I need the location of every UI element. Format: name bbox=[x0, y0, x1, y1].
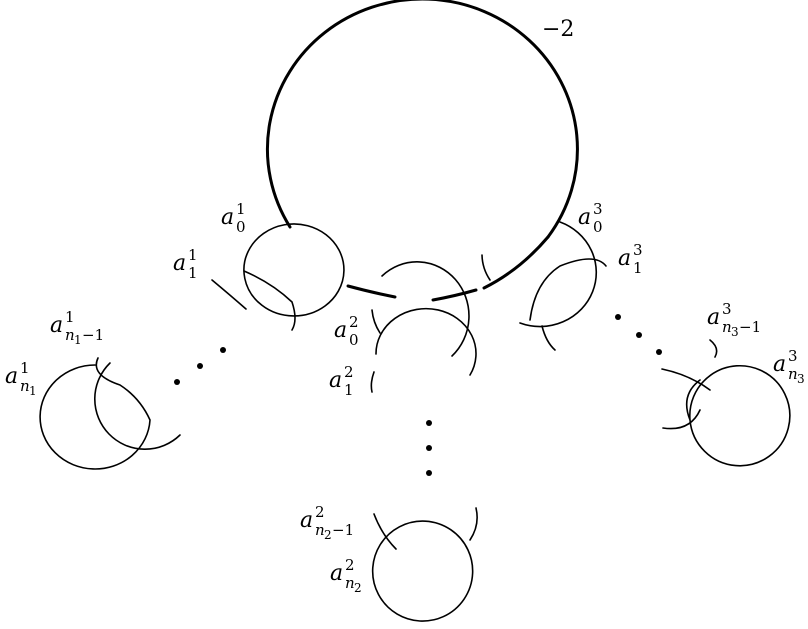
svg-text:2: 2 bbox=[354, 581, 362, 595]
svg-text:n: n bbox=[345, 574, 355, 592]
circle-a1-3 bbox=[529, 258, 607, 351]
arm-3-dot bbox=[636, 332, 642, 338]
svg-text:1: 1 bbox=[188, 264, 198, 282]
svg-text:3: 3 bbox=[788, 347, 798, 365]
svg-text:a: a bbox=[618, 246, 631, 271]
svg-text:1: 1 bbox=[236, 200, 246, 218]
svg-text:0: 0 bbox=[236, 218, 246, 236]
circle-an3 bbox=[662, 364, 791, 467]
arm-1 bbox=[39, 223, 345, 470]
arm-2-dot bbox=[426, 445, 432, 451]
arm-1-dot bbox=[220, 347, 226, 353]
svg-text:a: a bbox=[300, 508, 313, 533]
label-an1: a 1 n 1 bbox=[5, 359, 37, 398]
arm-1-dot bbox=[174, 379, 180, 385]
circle-a0-1 bbox=[243, 223, 345, 317]
label-an1-minus-1: a 1 n 1 −1 bbox=[50, 308, 104, 347]
label-an2-minus-1: a 2 n 2 −1 bbox=[300, 503, 354, 542]
circle-a0-3 bbox=[481, 221, 598, 328]
svg-text:2: 2 bbox=[315, 503, 325, 521]
arm-2 bbox=[370, 261, 478, 622]
svg-text:3: 3 bbox=[633, 241, 643, 259]
label-an3-minus-1: a 3 n 3 −1 bbox=[707, 300, 761, 339]
svg-text:a: a bbox=[221, 205, 234, 230]
svg-text:n: n bbox=[65, 326, 75, 344]
svg-text:2: 2 bbox=[345, 556, 355, 574]
svg-text:1: 1 bbox=[65, 308, 75, 326]
svg-text:2: 2 bbox=[349, 313, 359, 331]
svg-text:1: 1 bbox=[74, 333, 82, 347]
svg-text:2: 2 bbox=[324, 528, 332, 542]
svg-text:a: a bbox=[50, 313, 63, 338]
label-a1-3: a 3 1 bbox=[618, 241, 643, 277]
label-an3: a 3 n 3 bbox=[773, 347, 805, 386]
svg-text:2: 2 bbox=[344, 363, 354, 381]
label-a0-3: a 3 0 bbox=[578, 200, 603, 236]
circle-an2 bbox=[371, 520, 474, 622]
circle-an1-1 bbox=[93, 362, 181, 450]
svg-text:a: a bbox=[707, 305, 720, 330]
circle-an3-1 bbox=[661, 339, 718, 391]
svg-text:a: a bbox=[5, 364, 18, 389]
central-unknot-component bbox=[265, 0, 579, 302]
label-a1-2: a 2 1 bbox=[329, 363, 354, 399]
svg-text:a: a bbox=[773, 352, 786, 377]
arm-3-dot bbox=[656, 349, 662, 355]
svg-text:−1: −1 bbox=[332, 521, 354, 539]
arm-2-dot bbox=[426, 470, 432, 476]
arm-1-dot bbox=[197, 363, 203, 369]
svg-text:n: n bbox=[20, 377, 30, 395]
svg-text:1: 1 bbox=[633, 259, 643, 277]
label-a1-1: a 1 1 bbox=[173, 246, 198, 282]
circle-a1-2 bbox=[370, 307, 477, 393]
svg-text:a: a bbox=[330, 561, 343, 586]
label-a0-1: a 1 0 bbox=[221, 200, 246, 236]
label-a0-2: a 2 0 bbox=[334, 313, 359, 349]
circle-an1 bbox=[39, 357, 151, 470]
svg-text:3: 3 bbox=[797, 372, 805, 386]
svg-text:1: 1 bbox=[188, 246, 198, 264]
svg-text:3: 3 bbox=[731, 325, 739, 339]
svg-text:a: a bbox=[578, 205, 591, 230]
circle-an2-1 bbox=[373, 507, 478, 550]
svg-text:−1: −1 bbox=[739, 318, 761, 336]
svg-text:−1: −1 bbox=[82, 326, 104, 344]
arm-3 bbox=[481, 221, 791, 467]
framing-label: −2 bbox=[542, 17, 574, 42]
arm-2-dot bbox=[426, 420, 432, 426]
svg-text:n: n bbox=[788, 365, 798, 383]
svg-text:0: 0 bbox=[349, 331, 359, 349]
circle-a1-1 bbox=[211, 270, 296, 331]
svg-text:3: 3 bbox=[593, 200, 603, 218]
svg-text:a: a bbox=[334, 318, 347, 343]
svg-text:n: n bbox=[722, 318, 732, 336]
svg-text:1: 1 bbox=[20, 359, 30, 377]
svg-text:1: 1 bbox=[29, 384, 37, 398]
arm-3-dot bbox=[615, 314, 621, 320]
circle-a0-2 bbox=[371, 261, 470, 357]
svg-text:1: 1 bbox=[344, 381, 354, 399]
svg-text:0: 0 bbox=[593, 218, 603, 236]
svg-text:n: n bbox=[315, 521, 325, 539]
svg-text:3: 3 bbox=[722, 300, 732, 318]
label-an2: a 2 n 2 bbox=[330, 556, 362, 595]
svg-text:a: a bbox=[329, 368, 342, 393]
svg-text:a: a bbox=[173, 251, 186, 276]
